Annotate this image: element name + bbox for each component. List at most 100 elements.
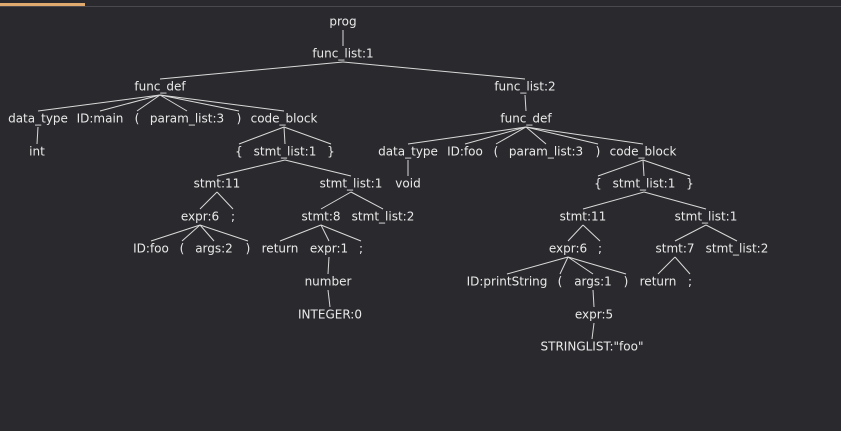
tree-node-label: param_list:3 bbox=[150, 112, 224, 126]
tree-edge bbox=[642, 159, 691, 177]
tree-node-label: data_type bbox=[8, 112, 68, 126]
tree-edges bbox=[36, 30, 738, 340]
tree-edge bbox=[284, 159, 352, 177]
active-tab-indicator[interactable] bbox=[0, 3, 85, 6]
tree-edge bbox=[216, 159, 286, 177]
tree-edge bbox=[181, 224, 201, 242]
tree-edge bbox=[36, 126, 39, 145]
tree-edge bbox=[525, 126, 599, 145]
tree-node-label: stmt_list:2 bbox=[352, 210, 415, 224]
tree-edge bbox=[559, 256, 569, 275]
tree-edge bbox=[342, 61, 526, 80]
tree-node-label: ; bbox=[598, 242, 602, 256]
top-bar bbox=[0, 0, 841, 7]
tree-edge bbox=[597, 159, 644, 177]
tree-node-label: prog bbox=[329, 15, 356, 29]
tree-node-label: ( bbox=[494, 145, 499, 159]
tree-edge bbox=[643, 191, 707, 210]
tree-node-label: data_type bbox=[378, 145, 438, 159]
tree-node-label: ) bbox=[624, 275, 629, 289]
tree-edge bbox=[327, 256, 330, 275]
tree-edge bbox=[199, 224, 215, 242]
tree-node-label: expr:1 bbox=[310, 242, 348, 256]
tree-node-label: ( bbox=[180, 242, 185, 256]
tree-edge bbox=[567, 256, 627, 275]
tree-node-label: { bbox=[235, 145, 243, 159]
tree-node-label: INTEGER:0 bbox=[298, 308, 362, 322]
tree-node-label: expr:5 bbox=[575, 308, 613, 322]
tree-node-label: number bbox=[305, 275, 352, 289]
tree-edge bbox=[327, 289, 331, 308]
tree-edge bbox=[216, 191, 234, 210]
tree-edge bbox=[506, 256, 569, 275]
tree-node-label: code_block bbox=[251, 112, 318, 126]
tree-edge bbox=[567, 256, 594, 275]
tree-node-label: ( bbox=[135, 112, 140, 126]
tree-node-label: func_def bbox=[500, 112, 552, 126]
tree-edge bbox=[525, 126, 547, 145]
tree-edge bbox=[495, 126, 527, 145]
tree-node-label: stmt:11 bbox=[560, 210, 607, 224]
tree-node-label: } bbox=[327, 145, 335, 159]
tree-edge bbox=[238, 126, 285, 145]
tree-node-label: ) bbox=[246, 242, 251, 256]
tree-edge bbox=[159, 94, 240, 112]
tree-edge bbox=[591, 322, 595, 340]
tree-node-label: ID:foo bbox=[133, 242, 169, 256]
tree-edge bbox=[159, 94, 285, 112]
tree-edge bbox=[320, 224, 330, 242]
tree-node-label: ) bbox=[237, 112, 242, 126]
tree-node-label: STRINGLIST:"foo" bbox=[541, 340, 644, 354]
tree-node-label: return bbox=[262, 242, 299, 256]
tree-node-label: param_list:3 bbox=[509, 145, 583, 159]
tree-node-label: ID:main bbox=[77, 112, 124, 126]
tree-edge bbox=[150, 224, 201, 242]
tree-node-label: ID:foo bbox=[447, 145, 483, 159]
tree-edge bbox=[582, 191, 645, 210]
tree-edge bbox=[279, 224, 322, 242]
tree-edge bbox=[524, 94, 527, 112]
tree-node-label: } bbox=[686, 177, 694, 191]
tree-edge bbox=[159, 94, 188, 112]
tree-edge bbox=[642, 159, 645, 177]
tree-edge bbox=[567, 224, 584, 242]
tree-node-label: expr:6 bbox=[181, 210, 219, 224]
tree-node-label: stmt_list:1 bbox=[613, 177, 676, 191]
tree-node-label: stmt_list:2 bbox=[706, 242, 769, 256]
tree-node-label: ; bbox=[359, 242, 363, 256]
tree-edge bbox=[592, 289, 595, 308]
tree-edge bbox=[525, 126, 644, 145]
tree-node-label: func_list:1 bbox=[312, 47, 373, 61]
tree-edge bbox=[582, 224, 601, 242]
tree-edge bbox=[199, 224, 249, 242]
tree-edge bbox=[199, 191, 218, 210]
tree-node-label: int bbox=[29, 145, 45, 159]
tree-node-label: stmt:8 bbox=[301, 210, 340, 224]
tree-edge bbox=[37, 94, 161, 112]
tree-edge bbox=[320, 191, 352, 210]
tree-node-label: ( bbox=[558, 275, 563, 289]
tree-edge bbox=[674, 224, 707, 242]
tree-node-label: ) bbox=[596, 145, 601, 159]
tree-node-label: ID:printString bbox=[467, 275, 548, 289]
tree-node-label: ; bbox=[688, 275, 692, 289]
tree-edge bbox=[674, 256, 691, 275]
tree-edge bbox=[657, 256, 676, 275]
tree-edge bbox=[99, 94, 161, 112]
tree-node-label: void bbox=[395, 177, 420, 191]
tree-edge bbox=[283, 126, 286, 145]
tree-nodes: progfunc_list:1func_defdata_typeintID:ma… bbox=[8, 15, 768, 354]
tree-edge bbox=[705, 224, 738, 242]
tree-node-label: func_list:2 bbox=[494, 80, 555, 94]
tree-edge bbox=[159, 61, 344, 80]
tree-node-label: { bbox=[594, 177, 602, 191]
tree-node-label: stmt_list:1 bbox=[254, 145, 317, 159]
tree-node-label: return bbox=[640, 275, 677, 289]
tree-edge bbox=[464, 126, 527, 145]
tree-node-label: expr:6 bbox=[549, 242, 587, 256]
tree-node-label: func_def bbox=[134, 80, 186, 94]
tree-edge bbox=[283, 126, 332, 145]
tree-edge bbox=[407, 126, 527, 145]
tree-node-label: stmt:11 bbox=[194, 177, 241, 191]
